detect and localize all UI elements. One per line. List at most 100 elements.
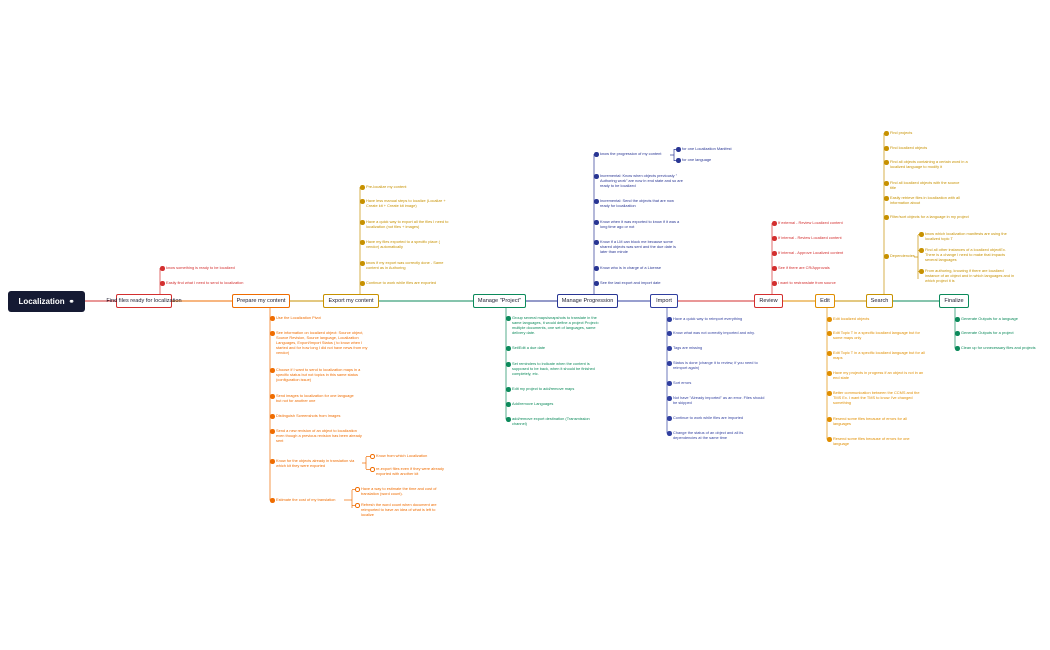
emoji-badge-icon	[360, 281, 365, 286]
stage-import-item[interactable]: Not have "Already imported" as an error.…	[673, 395, 765, 405]
stage-edit-item[interactable]: Have my projects in progress if an objec…	[833, 370, 924, 380]
stage-review-item[interactable]: If internal - Approve Localized content	[778, 250, 844, 255]
stage-project[interactable]: Manage "Project"	[473, 294, 526, 308]
stage-search-item[interactable]: Find all objects containing a certain wo…	[890, 159, 968, 169]
stage-import-item[interactable]: Continue to work while files are importe…	[673, 415, 744, 420]
sub-item[interactable]: Find all other instances of a localized …	[925, 247, 1006, 262]
sub-item[interactable]: Have a way to estimate the time and cost…	[361, 486, 437, 496]
sub-item[interactable]: know which localization manifests are us…	[925, 231, 1007, 241]
stage-import[interactable]: Import	[650, 294, 678, 308]
stage-prepare[interactable]: Prepare my content	[232, 294, 290, 308]
stage-import-item[interactable]: Sort errors	[673, 380, 692, 385]
emoji-badge-icon	[884, 215, 889, 220]
sub-item[interactable]: From authoring, knowing if there are loc…	[925, 268, 1015, 283]
emoji-badge-icon	[355, 487, 360, 492]
stage-import-item[interactable]: Change the status of an object and all i…	[673, 430, 744, 440]
sub-item[interactable]: Refresh the word count when document are…	[361, 502, 437, 517]
root-label: Localization	[18, 297, 65, 306]
stage-project-item[interactable]: Add/remove Languages	[512, 401, 554, 406]
stage-import-item[interactable]: Tags are missing	[673, 345, 703, 350]
emoji-badge-icon	[955, 317, 960, 322]
stage-project-item[interactable]: Set reminders to indicate when the conte…	[512, 361, 595, 376]
emoji-badge-icon	[270, 368, 275, 373]
stage-edit-item[interactable]: Edit localized objects	[833, 316, 870, 321]
stage-prepare-item[interactable]: Use the Localization Pivot	[276, 315, 321, 320]
emoji-badge-icon	[506, 346, 511, 351]
stage-export-item[interactable]: Have a quick way to export all the files…	[366, 219, 449, 229]
stage-review-item[interactable]: If external - Review Localized content	[778, 220, 843, 225]
emoji-badge-icon	[270, 414, 275, 419]
stage-progression-item[interactable]: Incremental: Know when objects previousl…	[600, 173, 683, 188]
stage-export-item[interactable]: know if my export was correctly done - S…	[366, 260, 444, 270]
emoji-badge-icon	[884, 146, 889, 151]
emoji-badge-icon	[772, 221, 777, 226]
sub-item[interactable]: for one language	[682, 157, 712, 162]
stage-export-item[interactable]: Have less manual steps to localize (Loca…	[366, 198, 446, 208]
stage-find-item[interactable]: know something is ready to be localized	[166, 265, 235, 270]
stage-review-item[interactable]: If internal - Review Localized content	[778, 235, 842, 240]
sub-item[interactable]: for one Localization Manifest	[682, 146, 732, 151]
stage-project-item[interactable]: Set/Edit a due date	[512, 345, 546, 350]
stage-prepare-item[interactable]: Know for the objects already in translat…	[276, 458, 355, 468]
link-icon: ⚭	[68, 298, 75, 306]
stage-progression-item[interactable]: know the progression of my content	[600, 151, 662, 156]
stage-import-item[interactable]: Know what was not correctly imported and…	[673, 330, 755, 335]
stage-finalize-item[interactable]: Clean up for unnecessary files and proje…	[961, 345, 1036, 350]
stage-review-item[interactable]: See if there are CR/Approvals	[778, 265, 830, 270]
stage-search[interactable]: Search	[866, 294, 893, 308]
emoji-badge-icon	[772, 266, 777, 271]
stage-edit[interactable]: Edit	[815, 294, 835, 308]
stage-search-item[interactable]: Find all localized objects with the sour…	[890, 180, 960, 190]
sub-item[interactable]: re-export files even if they were alread…	[376, 466, 444, 476]
stage-edit-item[interactable]: Resend some files because of errors for …	[833, 416, 907, 426]
stage-edit-item[interactable]: Edit Topic T in a specific localized lan…	[833, 330, 920, 340]
stage-import-item[interactable]: Have a quick way to reimport everything	[673, 316, 743, 321]
stage-edit-item[interactable]: Resend some files because of errors for …	[833, 436, 910, 446]
stage-export[interactable]: Export my content	[323, 294, 379, 308]
stage-export-item[interactable]: Continue to work while files are exporte…	[366, 280, 437, 285]
stage-export-item[interactable]: Have my files exported to a specific pla…	[366, 239, 440, 249]
emoji-badge-icon	[594, 174, 599, 179]
stage-search-item[interactable]: Easily retrieve files in localization wi…	[890, 195, 960, 205]
emoji-badge-icon	[594, 152, 599, 157]
emoji-badge-icon	[506, 316, 511, 321]
stage-import-item[interactable]: Status is done (change it to review, if …	[673, 360, 758, 370]
stage-edit-item[interactable]: Better communication between the CCMS an…	[833, 390, 920, 405]
emoji-badge-icon	[270, 498, 275, 503]
stage-find-item[interactable]: Easily find what I need to send to local…	[166, 280, 244, 285]
stage-search-item[interactable]: Dependencies	[890, 253, 915, 258]
stage-export-item[interactable]: Pre-localize my content	[366, 184, 407, 189]
stage-project-item[interactable]: add/remove export destination (Transmiss…	[512, 416, 590, 426]
stage-search-item[interactable]: Filter/sort objects for a language in my…	[890, 214, 969, 219]
stage-edit-item[interactable]: Edit Topic T in a specific localized lan…	[833, 350, 925, 360]
emoji-badge-icon	[370, 454, 375, 459]
sub-item[interactable]: Know from which Localization	[376, 453, 428, 458]
stage-finalize-item[interactable]: Generate Outputs for a language	[961, 316, 1018, 321]
emoji-badge-icon	[270, 459, 275, 464]
stage-prepare-item[interactable]: See information on localized object: Sou…	[276, 330, 368, 355]
emoji-badge-icon	[919, 232, 924, 237]
emoji-badge-icon	[919, 269, 924, 274]
stage-search-item[interactable]: Find projects	[890, 130, 913, 135]
stage-review-item[interactable]: I want to restranslate from source	[778, 280, 836, 285]
stage-search-item[interactable]: Find localized objects	[890, 145, 928, 150]
stage-progression-item[interactable]: Incremental: Send the objects that are n…	[600, 198, 674, 208]
stage-project-item[interactable]: Edit my project to add/remove maps	[512, 386, 575, 391]
stage-progression-item[interactable]: Know if a LM can block me because some s…	[600, 239, 676, 254]
stage-finalize-item[interactable]: Generate Outputs for a project	[961, 330, 1014, 335]
stage-finalize[interactable]: Finalize	[939, 294, 969, 308]
stage-prepare-item[interactable]: Distinguish Screenshots from Images	[276, 413, 341, 418]
stage-find[interactable]: Find files ready for localization	[106, 294, 182, 308]
emoji-badge-icon	[160, 281, 165, 286]
stage-project-item[interactable]: Group several maps/snapshots to translat…	[512, 315, 600, 335]
root-node[interactable]: Localization ⚭	[8, 291, 85, 312]
stage-prepare-item[interactable]: Send images to localization for one lang…	[276, 393, 354, 403]
stage-progression-item[interactable]: See the last export and import date	[600, 280, 661, 285]
stage-progression-item[interactable]: Know who is in charge of a License	[600, 265, 661, 270]
stage-progression-item[interactable]: Know when it was exported to know if it …	[600, 219, 680, 229]
stage-progression[interactable]: Manage Progression	[557, 294, 618, 308]
stage-review[interactable]: Review	[754, 294, 783, 308]
stage-prepare-item[interactable]: Estimate the cost of my translation	[276, 497, 336, 502]
stage-prepare-item[interactable]: Choose if I want to send to localization…	[276, 367, 361, 382]
stage-prepare-item[interactable]: Send a new revision of an object to loca…	[276, 428, 362, 443]
